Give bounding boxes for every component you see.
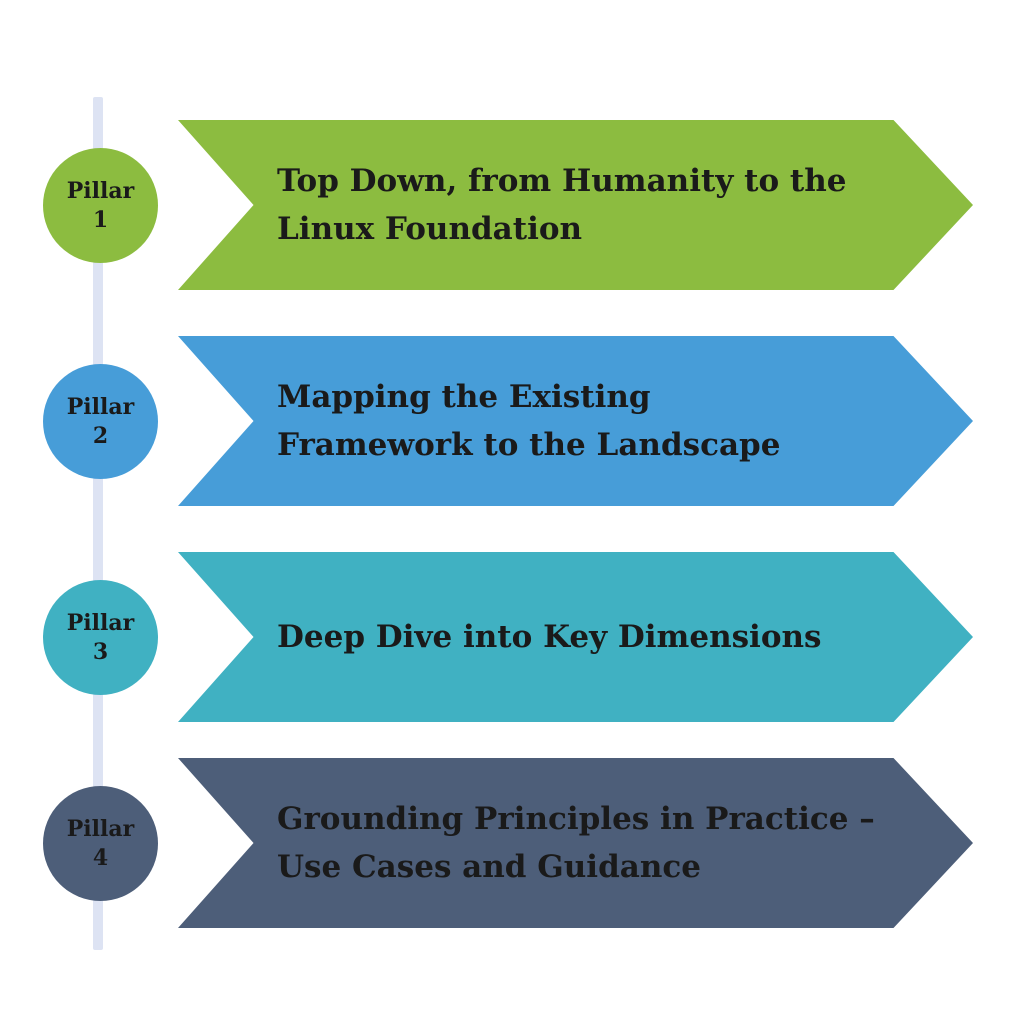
pillar-3-badge: Pillar 3 [43,580,158,695]
pillar-2-badge: Pillar 2 [43,364,158,479]
pillar-3-title-line1: Deep Dive into Key Dimensions [277,619,822,655]
pillar-4-badge-number: 4 [92,844,109,871]
pillar-4-badge-word: Pillar [66,815,135,842]
pillar-1-title-line2: Linux Foundation [277,211,583,247]
pillar-2-badge-word: Pillar [66,393,135,420]
pillar-2-title: Mapping the Existing Framework to the La… [178,373,780,469]
pillar-1-badge-word: Pillar [66,177,135,204]
pillar-2-title-line2: Framework to the Landscape [277,427,781,463]
pillar-3-badge-label: Pillar 3 [67,609,134,666]
pillar-1-banner: Top Down, from Humanity to the Linux Fou… [178,120,973,290]
pillar-1-badge: Pillar 1 [43,148,158,263]
pillar-4-title: Grounding Principles in Practice – Use C… [178,795,875,891]
pillar-2-badge-number: 2 [92,422,109,449]
pillar-3-badge-word: Pillar [66,609,135,636]
pillar-1-badge-number: 1 [92,206,109,233]
pillar-3-badge-number: 3 [92,638,109,665]
pillar-1-title-line1: Top Down, from Humanity to the [277,163,847,199]
pillar-4-badge: Pillar 4 [43,786,158,901]
timeline-line [93,97,103,950]
pillar-4-title-line1: Grounding Principles in Practice – [277,801,875,837]
pillar-2-title-line1: Mapping the Existing [277,379,651,415]
pillar-1-badge-label: Pillar 1 [67,177,134,234]
pillar-4-title-line2: Use Cases and Guidance [277,849,701,885]
pillar-3-title: Deep Dive into Key Dimensions [178,613,822,661]
pillar-3-banner: Deep Dive into Key Dimensions [178,552,973,722]
pillar-4-banner: Grounding Principles in Practice – Use C… [178,758,973,928]
pillar-1-title: Top Down, from Humanity to the Linux Fou… [178,157,847,253]
pillar-4-badge-label: Pillar 4 [67,815,134,872]
pillar-2-badge-label: Pillar 2 [67,393,134,450]
pillar-2-banner: Mapping the Existing Framework to the La… [178,336,973,506]
